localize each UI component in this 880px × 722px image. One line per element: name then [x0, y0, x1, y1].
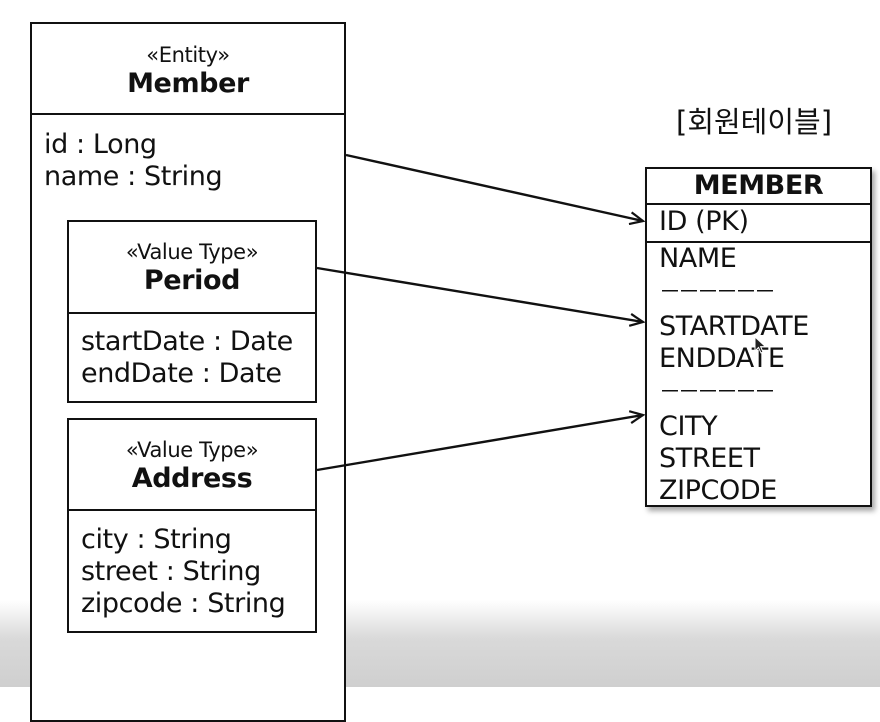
column-street: STREET: [659, 443, 760, 474]
member-entity-header: «Entity» Member: [32, 24, 344, 115]
arrow-period-to-table: [316, 266, 643, 322]
address-attr-city: city : String: [81, 524, 232, 555]
period-attributes: startDate : Date endDate : Date: [69, 314, 315, 390]
mouse-cursor-icon: [754, 336, 767, 354]
member-attr-name: name : String: [44, 161, 223, 192]
member-table-pk: ID (PK): [647, 205, 870, 243]
address-value-type-box: «Value Type» Address city : String stree…: [67, 418, 317, 633]
period-stereotype: «Value Type»: [125, 240, 259, 264]
period-header: «Value Type» Period: [69, 222, 315, 314]
address-attr-zipcode: zipcode : String: [81, 588, 286, 619]
member-stereotype: «Entity»: [146, 43, 230, 67]
member-table-box: MEMBER ID (PK) NAME －－－－－－ STARTDATE END…: [645, 167, 872, 507]
column-startdate: STARTDATE: [659, 311, 809, 342]
arrow-address-to-table: [316, 415, 643, 472]
period-title: Period: [143, 265, 241, 296]
member-title: Member: [127, 68, 249, 99]
column-separator-2: －－－－－－: [659, 380, 776, 405]
period-attr-startdate: startDate : Date: [81, 326, 293, 357]
period-attr-enddate: endDate : Date: [81, 358, 282, 389]
column-city: CITY: [659, 411, 718, 442]
address-title: Address: [131, 463, 253, 494]
address-header: «Value Type» Address: [69, 420, 315, 511]
address-attr-street: street : String: [81, 556, 261, 587]
arrow-member-to-table: [345, 153, 643, 221]
column-enddate: ENDDATE: [659, 343, 785, 374]
column-separator-1: －－－－－－: [659, 280, 776, 305]
member-attributes: id : Long name : String: [32, 115, 344, 193]
member-table-title: MEMBER: [647, 169, 870, 205]
member-table-label: [회원테이블]: [676, 105, 833, 139]
address-stereotype: «Value Type»: [125, 438, 259, 462]
member-attr-id: id : Long: [44, 129, 157, 160]
column-name: NAME: [659, 243, 737, 274]
period-value-type-box: «Value Type» Period startDate : Date end…: [67, 220, 317, 403]
member-table-columns: NAME －－－－－－ STARTDATE ENDDATE －－－－－－ CIT…: [647, 243, 870, 507]
address-attributes: city : String street : String zipcode : …: [69, 511, 315, 620]
column-zipcode: ZIPCODE: [659, 475, 777, 506]
